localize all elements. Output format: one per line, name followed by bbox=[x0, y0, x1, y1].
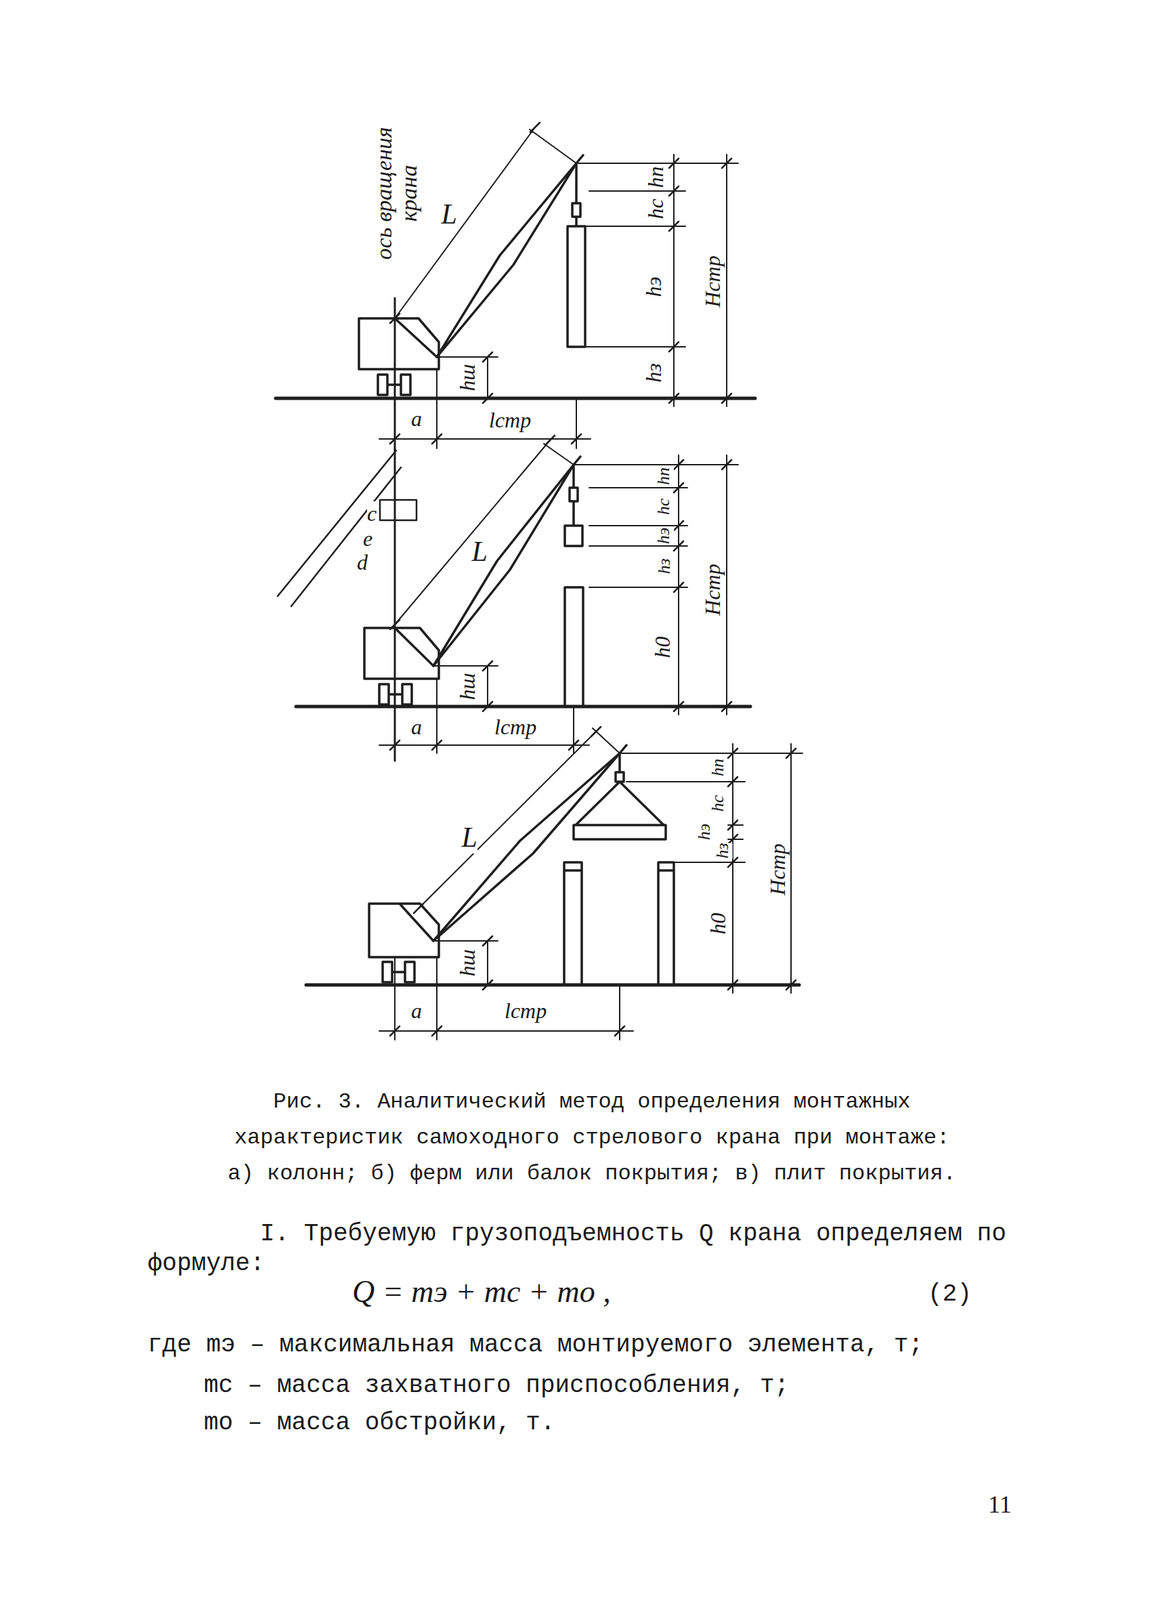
dimension-label: e bbox=[363, 526, 373, 552]
dimension-label: a bbox=[411, 714, 422, 740]
column-element bbox=[567, 163, 586, 347]
dimension-label: hп bbox=[643, 165, 669, 188]
dimension-label: h0 bbox=[650, 635, 676, 658]
dimension-lines bbox=[379, 728, 803, 1040]
body-text: (2) bbox=[927, 1280, 972, 1308]
dimension-label: hш bbox=[455, 672, 481, 700]
ground-line bbox=[306, 983, 800, 987]
dimension-label: hс bbox=[707, 795, 729, 813]
figure-caption: Рис. 3. Аналитический метод определения … bbox=[219, 1083, 965, 1192]
dimension-label: Hстр bbox=[700, 563, 726, 615]
axis-label: ось вращения крана bbox=[371, 111, 422, 275]
crane-boom bbox=[436, 155, 584, 357]
dimension-label: d bbox=[356, 549, 368, 575]
body-text: mс – масса захватного приспособления, т; bbox=[203, 1371, 789, 1400]
dimension-label: hэ bbox=[653, 527, 674, 544]
dimension-label: hш bbox=[455, 948, 481, 976]
dimension-label: hэ bbox=[641, 276, 667, 297]
dimension-label: hп bbox=[653, 467, 674, 485]
dimension-label: hэ bbox=[694, 823, 715, 840]
dimension-label: lстр bbox=[488, 407, 531, 433]
boom-inset bbox=[277, 450, 417, 607]
crane-body bbox=[369, 903, 439, 983]
dimension-ticks bbox=[390, 122, 796, 1036]
boom-length-label: L bbox=[472, 535, 488, 568]
crane-body bbox=[358, 318, 439, 395]
ground-line bbox=[295, 705, 751, 709]
tick-marks bbox=[390, 122, 796, 1036]
truss-element bbox=[564, 464, 584, 707]
body-text: где mэ – максимальная масса монтируемого… bbox=[147, 1330, 924, 1359]
dimension-label: a bbox=[411, 406, 422, 432]
crane-body bbox=[364, 627, 439, 705]
dimension-label: hш bbox=[455, 363, 481, 391]
crane-boom bbox=[433, 456, 581, 666]
dimension-label: Hстр bbox=[765, 843, 791, 895]
body-text: I. Требуемую грузоподъемность Q крана оп… bbox=[147, 1219, 1029, 1279]
dimension-label: hс bbox=[643, 198, 669, 219]
crane-boom bbox=[433, 744, 627, 941]
dimension-label: lстр bbox=[494, 714, 537, 740]
rotation-axis bbox=[394, 449, 397, 761]
boom-length-label: L bbox=[461, 820, 478, 854]
boom-length-label: L bbox=[441, 197, 458, 231]
dimension-label: hп bbox=[707, 758, 729, 777]
dimension-label: hз bbox=[641, 363, 667, 382]
slab-and-columns bbox=[564, 753, 674, 985]
dimension-label: h0 bbox=[705, 912, 731, 934]
ground-line bbox=[275, 396, 756, 401]
dimension-lines bbox=[379, 440, 739, 754]
dimension-label: hс bbox=[653, 498, 674, 516]
dimension-label: c bbox=[367, 501, 377, 527]
dimension-label: lстр bbox=[504, 998, 547, 1024]
dimension-label: Hстр bbox=[700, 255, 726, 307]
formula: Q = mэ + mс + mо , bbox=[352, 1273, 611, 1310]
dimension-label: hз bbox=[653, 558, 674, 574]
dimension-label: hз bbox=[711, 842, 733, 859]
dimension-label: a bbox=[411, 998, 422, 1024]
dimension-lines bbox=[379, 127, 739, 449]
page-number: 11 bbox=[988, 1489, 1012, 1519]
body-text: mо – масса обстройки, т. bbox=[203, 1408, 555, 1437]
rotation-axis bbox=[394, 297, 397, 450]
